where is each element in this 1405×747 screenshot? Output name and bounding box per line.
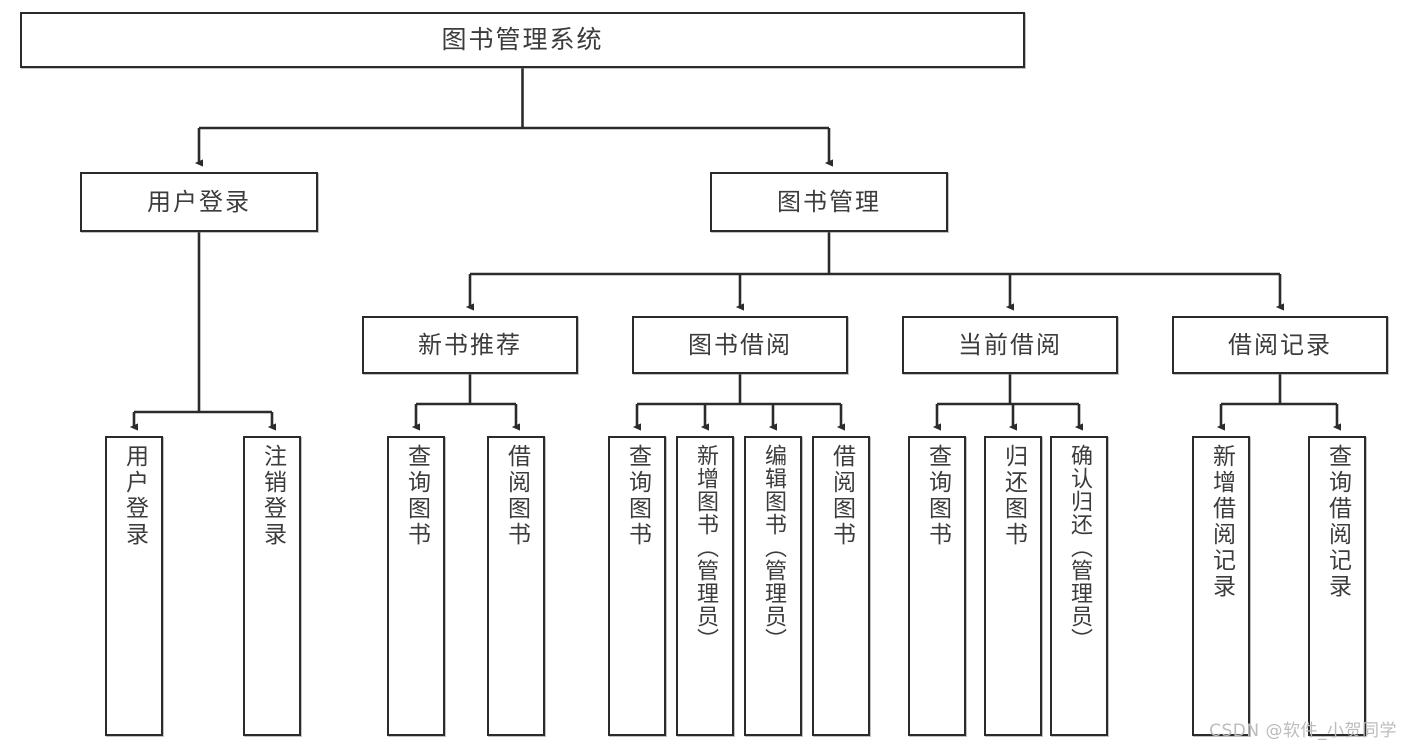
node-label-borrow: 图书借阅 [688, 331, 792, 359]
node-label-leaf-cur-confirm: 确认归还（管理员） [1067, 444, 1092, 651]
node-label-records: 借阅记录 [1228, 331, 1332, 359]
node-leaf-user-login[interactable]: 用户登录 [105, 436, 163, 736]
node-leaf-rec-query[interactable]: 查询借阅记录 [1308, 436, 1366, 736]
node-bookmgmt[interactable]: 图书管理 [710, 172, 948, 232]
node-leaf-nb-query[interactable]: 查询图书 [387, 436, 445, 736]
node-leaf-bk-borrow[interactable]: 借阅图书 [812, 436, 870, 736]
node-label-leaf-cur-query: 查询图书 [924, 444, 951, 548]
node-root[interactable]: 图书管理系统 [20, 12, 1025, 68]
node-label-leaf-bk-query: 查询图书 [624, 444, 651, 548]
node-records[interactable]: 借阅记录 [1172, 316, 1388, 374]
node-label-leaf-user-logout: 注销登录 [259, 444, 286, 548]
node-label-leaf-rec-add: 新增借阅记录 [1208, 444, 1235, 600]
node-label-leaf-bk-borrow: 借阅图书 [828, 444, 855, 548]
node-borrow[interactable]: 图书借阅 [632, 316, 848, 374]
node-leaf-cur-confirm[interactable]: 确认归还（管理员） [1050, 436, 1108, 736]
node-leaf-bk-edit[interactable]: 编辑图书（管理员） [744, 436, 802, 736]
node-label-leaf-cur-return: 归还图书 [1000, 444, 1027, 548]
node-label-root: 图书管理系统 [441, 25, 604, 55]
node-label-login: 用户登录 [147, 188, 251, 216]
node-label-bookmgmt: 图书管理 [777, 188, 881, 216]
node-newbook[interactable]: 新书推荐 [362, 316, 578, 374]
node-label-leaf-nb-query: 查询图书 [403, 444, 430, 548]
node-leaf-rec-add[interactable]: 新增借阅记录 [1192, 436, 1250, 736]
node-label-leaf-rec-query: 查询借阅记录 [1324, 444, 1351, 600]
watermark-text: CSDN @软件_小贺同学 [1209, 721, 1397, 741]
node-leaf-user-logout[interactable]: 注销登录 [243, 436, 301, 736]
node-leaf-bk-query[interactable]: 查询图书 [608, 436, 666, 736]
node-login[interactable]: 用户登录 [80, 172, 318, 232]
node-current[interactable]: 当前借阅 [902, 316, 1118, 374]
node-leaf-bk-add[interactable]: 新增图书（管理员） [676, 436, 734, 736]
node-leaf-nb-borrow[interactable]: 借阅图书 [487, 436, 545, 736]
node-leaf-cur-query[interactable]: 查询图书 [908, 436, 966, 736]
node-label-newbook: 新书推荐 [418, 331, 522, 359]
node-leaf-cur-return[interactable]: 归还图书 [984, 436, 1042, 736]
node-label-leaf-user-login: 用户登录 [121, 444, 148, 548]
node-label-leaf-bk-edit: 编辑图书（管理员） [761, 444, 786, 651]
node-label-leaf-nb-borrow: 借阅图书 [503, 444, 530, 548]
node-label-leaf-bk-add: 新增图书（管理员） [693, 444, 718, 651]
node-label-current: 当前借阅 [958, 331, 1062, 359]
